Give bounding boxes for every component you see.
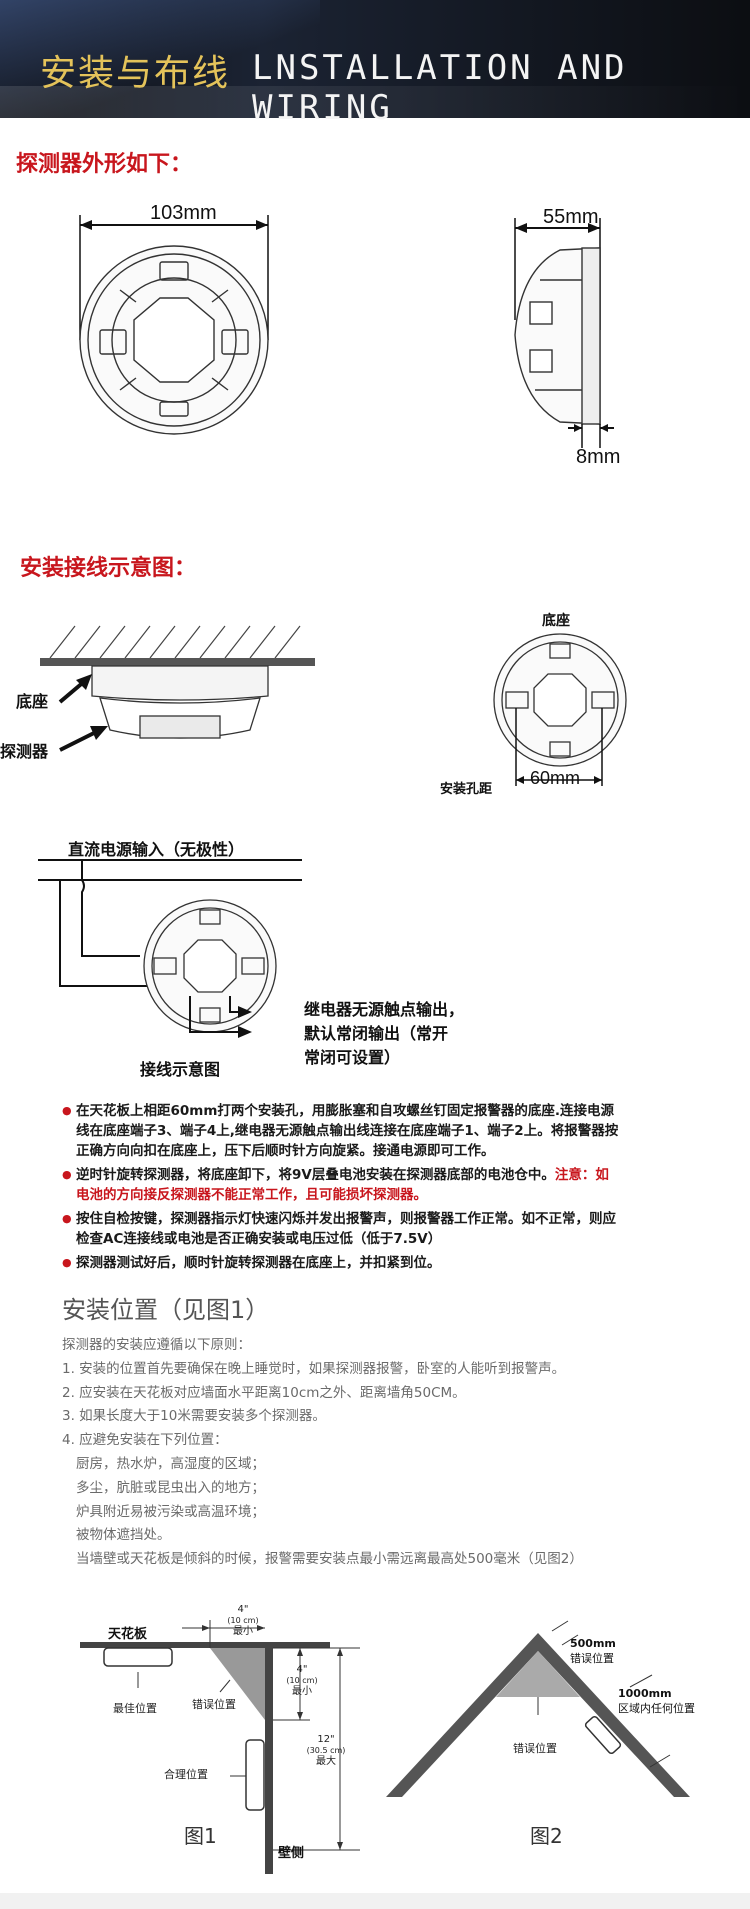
dim-side: 4"(10 cm)最小 [286,1664,318,1697]
label-relay-line3: 常闭可设置） [304,1048,401,1067]
dim-offset: 8mm [576,446,621,468]
label-detector: 探测器 [0,742,49,761]
bullet-item: 按住自检按键，探测器指示灯快速闪烁并发出报警声，则报警器工作正常。如不正常，则应… [62,1209,622,1249]
dim-top: 4"(10 cm)最小 [227,1604,259,1637]
section-shape-title: 探测器外形如下： [16,152,193,177]
label-wrong-fig1: 错误位置 [192,1698,236,1711]
bullet-item: 逆时针旋转探测器，将底座卸下，将9V层叠电池安装在探测器底部的电池仓中。注意：如… [62,1165,622,1205]
install-instructions: 在天花板上相距60mm打两个安装孔，用膨胀塞和自攻螺丝钉固定报警器的底座.连接电… [62,1101,622,1277]
figure1-caption: 图1 [184,1824,217,1848]
label-relay-line1: 继电器无源触点输出， [304,1000,465,1019]
label-hole-distance: 安装孔距 [440,782,493,797]
banner-title-en: LNSTALLATION AND WIRING [252,48,628,128]
label-dc-input: 直流电源输入（无极性） [68,840,245,859]
bullet-item: 探测器测试好后，顺时针旋转探测器在底座上，并扣紧到位。 [62,1253,622,1273]
dim-hole: 60mm [530,768,581,788]
base-top-diagram [493,633,627,786]
location-note: 当墙壁或天花板是倾斜的时候，报警需要安装点最小需远离最高处500毫米（见图2） [76,1551,583,1568]
figure1-diagram [80,1620,360,1874]
location-rule: 4. 应避免安装在下列位置： [62,1432,228,1449]
header-banner [0,0,750,118]
section-wiring-title: 安装接线示意图： [20,556,197,581]
avoid-item: 多尘，肮脏或昆虫出入的地方； [76,1479,265,1496]
location-rule: 3. 如果长度大于10米需要安装多个探测器。 [62,1408,326,1425]
location-title: 安装位置（见图1） [62,1296,270,1324]
avoid-item: 炉具附近易被污染或高温环境； [76,1503,265,1520]
label-best: 最佳位置 [113,1702,157,1715]
ceiling-mount-diagram [40,625,315,752]
location-rule: 1. 安装的位置首先要确保在晚上睡觉时，如果探测器报警，卧室的人能听到报警声。 [62,1360,566,1377]
wiring-diagram [38,859,302,1038]
label-wall: 壁侧 [278,1846,305,1861]
battery-warning: 注意：如电池的方向接反探测器不能正常工作，且可能损坏探测器。 [76,1167,609,1203]
location-rule: 2. 应安装在天花板对应墙面水平距离10cm之外、距离墙角50CM。 [62,1384,466,1401]
label-reasonable: 合理位置 [164,1768,208,1781]
detector-shape-diagram [79,215,614,448]
label-base-top: 底座 [542,613,570,629]
bottom-bar [0,1893,750,1909]
avoid-item: 厨房，热水炉，高湿度的区域； [76,1455,265,1472]
figure2-caption: 图2 [530,1824,563,1848]
dim-max: 12"(30.5 cm)最大 [306,1734,346,1767]
banner-title-cn: 安装与布线 [40,53,231,94]
figure2-diagram [386,1620,690,1797]
label-wiring-diagram: 接线示意图 [140,1060,221,1079]
label-wrong-fig2: 错误位置 [513,1742,557,1755]
avoid-item: 被物体遮挡处。 [76,1527,171,1544]
dim-height: 55mm [543,206,599,228]
label-base: 底座 [16,692,49,711]
location-rules: 探测器的安装应遵循以下原则： 1. 安装的位置首先要确保在晚上睡觉时，如果探测器… [62,1334,583,1572]
dim-width: 103mm [150,202,217,224]
location-intro: 探测器的安装应遵循以下原则： [62,1337,251,1353]
label-relay-line2: 默认常闭输出（常开 [304,1024,449,1043]
label-ceiling: 天花板 [108,1627,148,1642]
bullet-item: 在天花板上相距60mm打两个安装孔，用膨胀塞和自攻螺丝钉固定报警器的底座.连接电… [62,1101,622,1161]
